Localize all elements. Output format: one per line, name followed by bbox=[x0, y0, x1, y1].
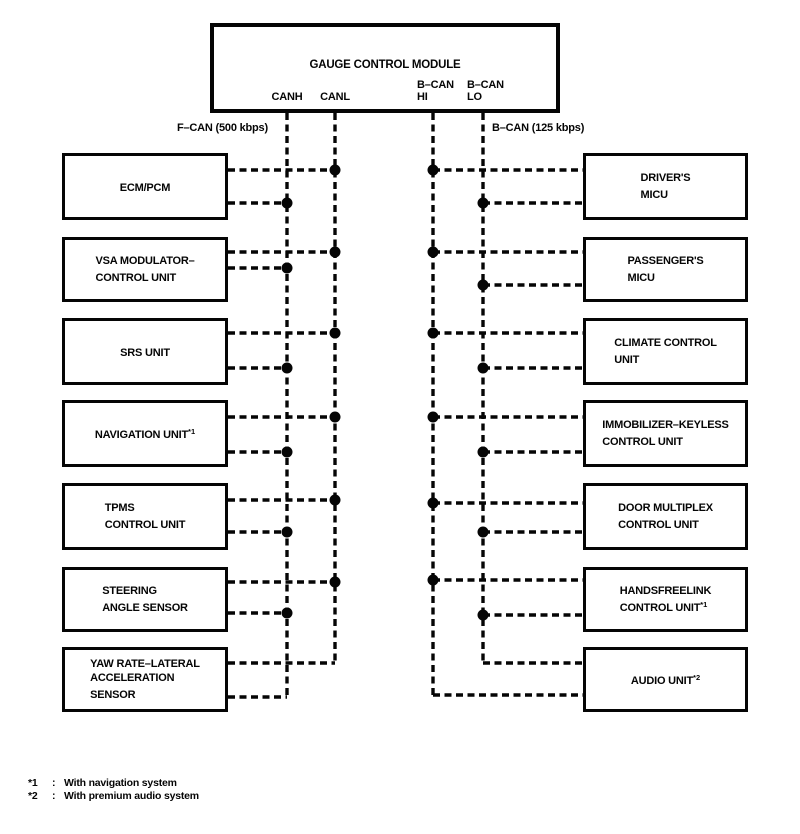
terminal-canl: CANL bbox=[320, 91, 350, 103]
gauge-module-title: GAUGE CONTROL MODULE bbox=[309, 59, 461, 71]
footnote-separator: : bbox=[52, 790, 56, 802]
unit-label: SRS UNIT bbox=[120, 347, 170, 359]
junction-nodes bbox=[281, 164, 489, 621]
box-immobilizer-keyless-control-unit: IMMOBILIZER–KEYLESS CONTROL UNIT bbox=[583, 400, 748, 467]
terminal-bcan-lo: B–CAN LO bbox=[467, 79, 504, 103]
footnote-separator: : bbox=[52, 777, 56, 789]
unit-footnote-ref: *1 bbox=[700, 600, 708, 609]
box-audio-unit: AUDIO UNIT*2 bbox=[583, 647, 748, 712]
unit-label: VSA MODULATOR– CONTROL UNIT bbox=[95, 255, 195, 284]
box-door-multiplex-control-unit: DOOR MULTIPLEX CONTROL UNIT bbox=[583, 483, 748, 550]
footnote-marker: *2 bbox=[28, 790, 38, 802]
unit-label: AUDIO UNIT bbox=[630, 675, 694, 687]
footnote-marker: *1 bbox=[28, 777, 38, 789]
footnotes: *1 : With navigation system *2 : With pr… bbox=[28, 777, 199, 803]
box-vsa-modulator-control-unit: VSA MODULATOR– CONTROL UNIT bbox=[62, 237, 228, 302]
footnote-1: *1 : With navigation system bbox=[28, 777, 199, 790]
unit-label: YAW RATE–LATERAL ACCELERATION SENSOR bbox=[90, 658, 200, 701]
box-climate-control-unit: CLIMATE CONTROL UNIT bbox=[583, 318, 748, 385]
unit-label: ECM/PCM bbox=[119, 182, 171, 194]
unit-label: PASSENGER'S MICU bbox=[627, 255, 704, 284]
terminal-canh: CANH bbox=[271, 91, 303, 103]
unit-label: DOOR MULTIPLEX CONTROL UNIT bbox=[618, 502, 713, 531]
terminal-bcan-hi: B–CAN HI bbox=[417, 79, 454, 103]
unit-label: DRIVER'S MICU bbox=[640, 172, 691, 201]
unit-label: IMMOBILIZER–KEYLESS CONTROL UNIT bbox=[602, 419, 729, 448]
unit-label: NAVIGATION UNIT bbox=[94, 429, 189, 441]
box-steering-angle-sensor: STEERING ANGLE SENSOR bbox=[62, 567, 228, 632]
unit-footnote-ref: *1 bbox=[188, 427, 196, 436]
unit-label: STEERING ANGLE SENSOR bbox=[102, 585, 188, 614]
box-gauge-control-module: GAUGE CONTROL MODULE CANH CANL B–CAN HI … bbox=[210, 23, 560, 113]
footnote-text: With premium audio system bbox=[64, 790, 199, 802]
footnote-text: With navigation system bbox=[64, 777, 177, 789]
box-ecm-pcm: ECM/PCM bbox=[62, 153, 228, 220]
box-handsfreelink-control-unit: HANDSFREELINK CONTROL UNIT*1 bbox=[583, 567, 748, 632]
footnote-2: *2 : With premium audio system bbox=[28, 790, 199, 803]
unit-footnote-ref: *2 bbox=[693, 673, 701, 682]
box-passengers-micu: PASSENGER'S MICU bbox=[583, 237, 748, 302]
b-can-bus-label: B–CAN (125 kbps) bbox=[492, 122, 585, 134]
unit-label: CLIMATE CONTROL UNIT bbox=[614, 337, 717, 366]
box-srs-unit: SRS UNIT bbox=[62, 318, 228, 385]
unit-label: HANDSFREELINK CONTROL UNIT bbox=[619, 585, 712, 614]
box-navigation-unit: NAVIGATION UNIT*1 bbox=[62, 400, 228, 467]
box-yaw-rate-lateral-acceleration-sensor: YAW RATE–LATERAL ACCELERATION SENSOR bbox=[62, 647, 228, 712]
box-drivers-micu: DRIVER'S MICU bbox=[583, 153, 748, 220]
box-tpms-control-unit: TPMS CONTROL UNIT bbox=[62, 483, 228, 550]
f-can-bus-label: F–CAN (500 kbps) bbox=[177, 122, 268, 134]
unit-label: TPMS CONTROL UNIT bbox=[104, 502, 186, 531]
